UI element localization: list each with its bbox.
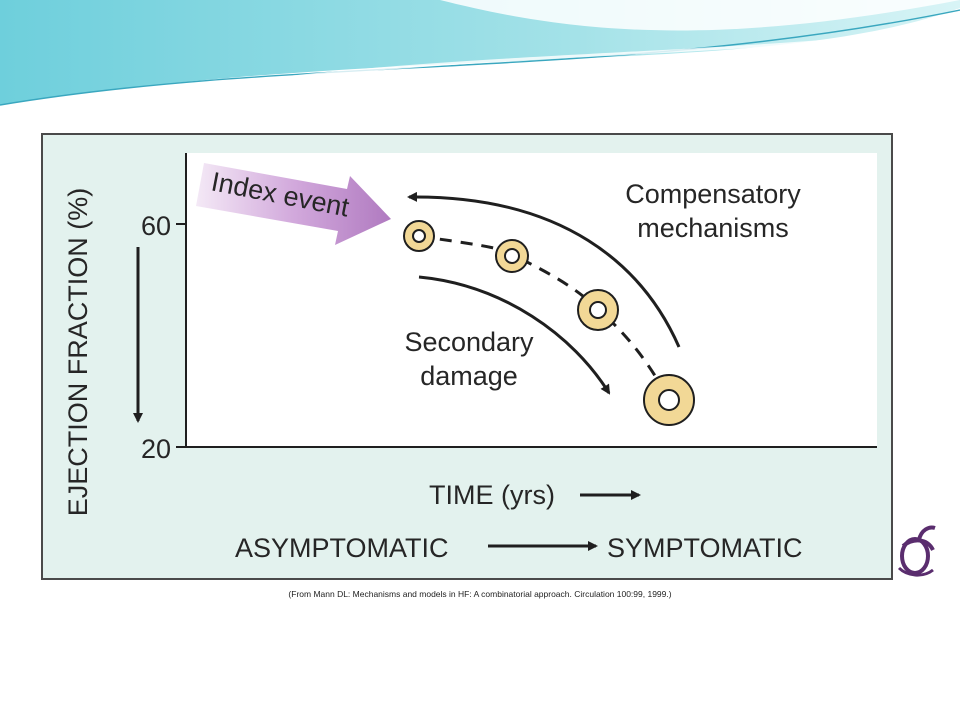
ef-marker-1 (403, 220, 435, 252)
ef-marker-4 (643, 374, 695, 426)
asymptomatic-label: ASYMPTOMATIC (235, 533, 449, 563)
logo-icon (897, 525, 936, 577)
y-tick-label-20: 20 (141, 434, 171, 464)
compensatory-arrow (407, 191, 681, 348)
time-axis-label: TIME (yrs) (429, 480, 555, 510)
y-tick-label-60: 60 (141, 211, 171, 241)
index-event-arrow (196, 163, 391, 245)
ef-marker-3 (577, 289, 619, 331)
ejection-fraction-figure: 60 20 EJECTION FRACTION (%) Index event … (41, 133, 893, 580)
figure-caption: (From Mann DL: Mechanisms and models in … (288, 589, 672, 599)
compensatory-label-line2: mechanisms (637, 213, 789, 243)
secondary-label-line2: damage (420, 361, 518, 391)
header-wave-decoration (0, 0, 960, 106)
symptomatic-label: SYMPTOMATIC (607, 533, 803, 563)
ef-trajectory-dashed-line (418, 234, 671, 401)
compensatory-label-line1: Compensatory (625, 179, 801, 209)
secondary-damage-arrow (418, 275, 611, 395)
ef-marker-2 (495, 239, 529, 273)
y-axis-title: EJECTION FRACTION (%) (63, 188, 93, 517)
plot-area: 60 20 EJECTION FRACTION (%) Index event … (63, 153, 877, 563)
secondary-label-line1: Secondary (404, 327, 534, 357)
